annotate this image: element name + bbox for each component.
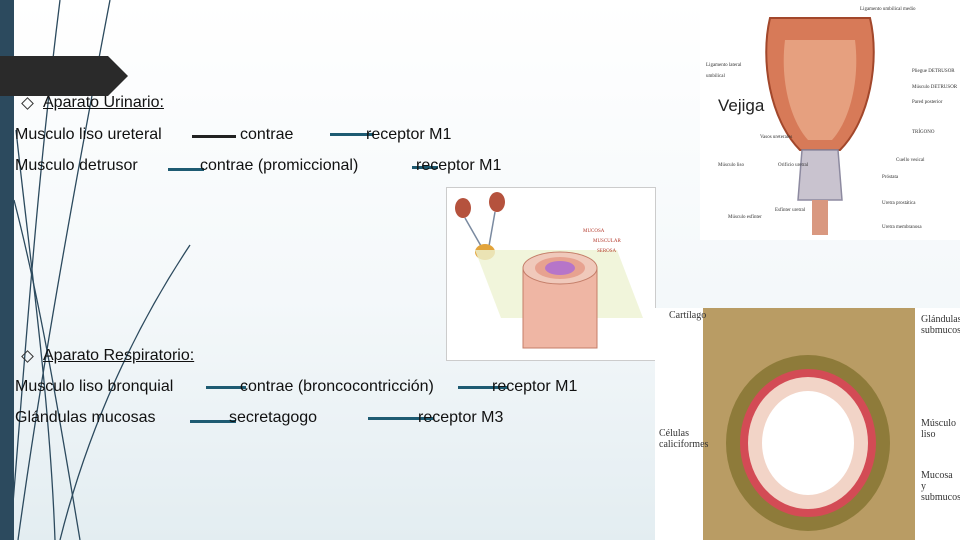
- bronchus-drawing: [703, 308, 915, 540]
- urinary-row2-action: contrae (promiccional): [200, 157, 359, 174]
- bladder-label: Músculo DETRUSOR: [912, 85, 958, 90]
- bladder-drawing: [765, 17, 875, 235]
- bladder-label: TRÍGONO: [912, 130, 935, 135]
- respiratory-row2-receptor: receptor M3: [418, 409, 504, 426]
- arrow-connector: [458, 386, 508, 389]
- bladder-label: Cuello vesical: [896, 158, 925, 163]
- respiratory-row2-action: secretagogo: [229, 409, 318, 426]
- arrow-connector: [206, 386, 246, 389]
- arrow-connector: [412, 166, 438, 169]
- bladder-label: Pared posterior: [912, 100, 943, 105]
- urinary-row1-action: contrae: [240, 126, 294, 143]
- respiratory-row2-muscle: Glándulas mucosas: [15, 409, 156, 426]
- sidebar-bar: [0, 0, 14, 540]
- header-tab: [0, 56, 128, 96]
- bladder-label: Ligamento umbilical medio: [860, 7, 916, 12]
- respiratory-row1-muscle: Musculo liso bronquial: [15, 378, 174, 395]
- bladder-illustration: Vejiga Ligamento umbilical medio Ligamen…: [700, 0, 960, 240]
- respiratory-row1-action: contrae (broncocontricción): [240, 378, 434, 395]
- urinary-row2-muscle: Musculo detrusor: [15, 157, 138, 174]
- arrow-connector: [190, 420, 236, 423]
- arrow-connector: [168, 168, 204, 171]
- arrow-connector: [192, 135, 236, 138]
- bladder-label: Vasos ureterales: [760, 135, 793, 140]
- bladder-label: Músculo esfínter: [728, 215, 762, 220]
- arrow-connector: [330, 133, 374, 136]
- ureter-label: MUSCULAR: [593, 239, 621, 244]
- bronchus-illustration: Cartílago Glándulas submucosas Células c…: [655, 308, 960, 540]
- urinary-row2-receptor: receptor M1: [416, 157, 502, 174]
- bladder-label: Ligamento lateral umbilical: [706, 63, 742, 79]
- bladder-title: Vejiga: [718, 96, 765, 115]
- urinary-heading: Aparato Urinario:: [43, 94, 164, 111]
- ureter-illustration: MUCOSA MUSCULAR SEROSA: [446, 187, 656, 361]
- bronchus-label: Músculo liso: [921, 418, 956, 440]
- bladder-label: Uretra membranosa: [882, 225, 922, 230]
- bronchus-label: Mucosa y submucosa: [921, 470, 960, 503]
- bladder-label: Uretra prostática: [882, 201, 916, 206]
- bronchus-label: Glándulas submucosas: [921, 314, 960, 336]
- arrow-connector: [368, 417, 434, 420]
- ureter-label: SEROSA: [597, 249, 617, 254]
- urinary-row1-receptor: receptor M1: [366, 126, 452, 143]
- ureter-drawing: [455, 192, 643, 349]
- bladder-label: Orificio uretral: [778, 163, 809, 168]
- respiratory-heading: Aparato Respiratorio:: [43, 347, 195, 364]
- bladder-label: Músculo liso: [718, 163, 744, 168]
- bladder-label: Pliegue DETRUSOR: [912, 69, 955, 74]
- bladder-label: Esfínter uretral: [775, 208, 806, 213]
- urinary-row1-muscle: Musculo liso ureteral: [15, 126, 162, 143]
- bronchus-label: Cartílago: [669, 310, 707, 321]
- ureter-label: MUCOSA: [583, 229, 605, 234]
- bladder-label: Próstata: [882, 175, 899, 180]
- bronchus-label: Células caliciformes: [659, 428, 709, 450]
- respiratory-row1-receptor: receptor M1: [492, 378, 578, 395]
